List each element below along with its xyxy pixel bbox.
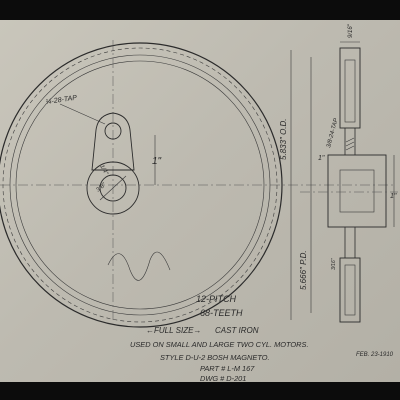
hub-bore [99,174,127,202]
scale-note: ←FULL SIZE→ [146,326,201,335]
hub-width-label: 1" [390,193,397,200]
hub-lug-outline [91,112,135,171]
material-note: CAST IRON [215,326,259,335]
hub-side-label: 1/4" [98,164,109,177]
od-label: 5.833" O.D. [279,118,288,160]
front-view: 1" ¼-28-TAP 3/8" 1/4" [0,40,395,328]
tracing-paper-sheet: 1" ¼-28-TAP 3/8" 1/4" 5.833" O.D. 5.666"… [0,20,400,382]
break-line [107,251,171,281]
face-top-label: 9/16" [348,23,354,38]
tap-side-label: 3/8-24-TAP [326,118,340,149]
pd-label: 5.666" P.D. [299,250,308,290]
outer-circle [0,42,283,328]
one-inch-section-label: 1" [318,155,325,162]
part-note: PART # L-M 167 [200,364,255,373]
teeth-note: 68-TEETH [200,308,243,318]
hub-bore-label: 3/8" [95,182,108,194]
rim-inner-circle [15,60,265,310]
dwg-note: DWG # D-201 [200,374,246,382]
hub-bore-section [339,169,375,213]
rim-top [339,47,361,129]
section-view: 5.833" O.D. 5.666" P.D. [279,23,398,323]
notes-block: 12-PITCH 68-TEETH ←FULL SIZE→ CAST IRON … [130,294,394,382]
tap-thread-hatch [345,137,355,151]
hub-outer [86,161,140,215]
style-note: STYLE D-U-2 BOSH MAGNETO. [160,353,270,362]
tap-hole-label: ¼-28-TAP [45,95,77,106]
gear-drawing: 1" ¼-28-TAP 3/8" 1/4" 5.833" O.D. 5.666"… [0,23,398,382]
bore-leader [99,175,127,201]
hub-section [327,154,387,228]
rim-top-inner [344,59,356,123]
rim-bottom-inner [344,264,356,316]
one-inch-label: 1" [152,156,162,167]
pitch-note: 12-PITCH [196,294,237,304]
usage-note: USED ON SMALL AND LARGE TWO CYL. MOTORS. [130,340,309,349]
web-small-label: 3/16" [331,258,337,270]
rim-bottom [339,257,361,323]
lug-hole [104,122,122,140]
date-note: FEB. 23-1910 [356,352,394,358]
tap-leader [59,103,106,125]
